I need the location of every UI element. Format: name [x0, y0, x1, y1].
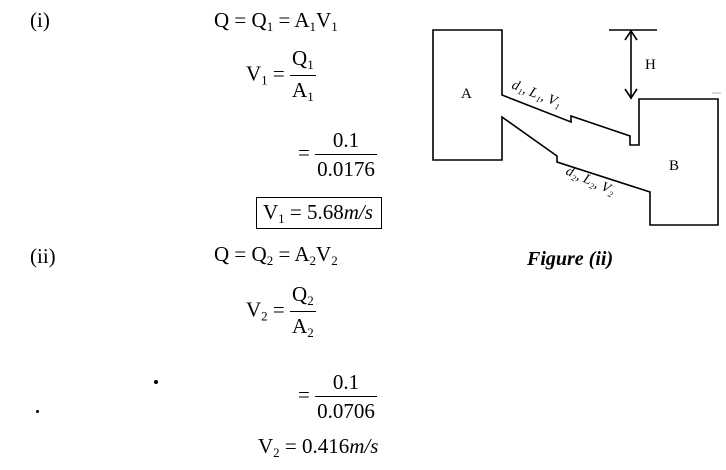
velocity-formula-2: V2 = Q2 A2 [246, 282, 316, 340]
head-arrow-down [624, 88, 638, 100]
part-ii-label: (ii) [30, 244, 56, 268]
velocity-result-2: V2 = 0.416m/s [258, 434, 379, 460]
figure-caption: Figure (ii) [527, 248, 614, 270]
pipe-2-label: d₂, L₂, V₂ [563, 164, 617, 199]
velocity-substitution-2: = 0.1 0.0706 [298, 370, 377, 424]
pipe-system-figure: H A B d₁, L₁, V₁ d₂, L₂, V₂ [432, 29, 721, 226]
reservoir-a-label: A [461, 86, 472, 102]
reservoir-b-label: B [669, 158, 679, 174]
continuity-equation-1: Q = Q1 = A1V1 [214, 8, 338, 34]
velocity-result-1: V1 = 5.68m/s [256, 197, 382, 229]
scan-speck [154, 380, 158, 384]
velocity-substitution-1: = 0.1 0.0176 [298, 128, 377, 182]
scan-speck [36, 410, 39, 413]
velocity-formula-1: V1 = Q1 A1 [246, 46, 316, 104]
pipe-1-label: d₁, L₁, V₁ [510, 78, 564, 111]
continuity-equation-2: Q = Q2 = A2V2 [214, 242, 338, 268]
reservoir-a-and-upper-pipe [432, 29, 719, 226]
head-arrow-up [624, 29, 638, 41]
head-label: H [645, 57, 656, 73]
part-i-label: (i) [30, 8, 50, 32]
